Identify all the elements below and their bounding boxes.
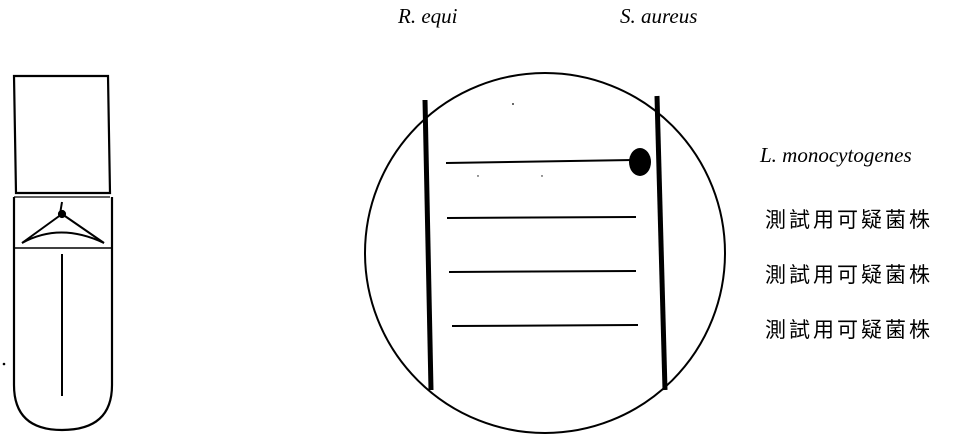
label-test-strain-3: 測試用可疑菌株 bbox=[765, 318, 933, 342]
label-l-monocytogenes: L. monocytogenes bbox=[760, 143, 912, 167]
test-strain-streak-1 bbox=[446, 216, 637, 219]
tube-cap bbox=[12, 74, 112, 195]
tube-body bbox=[12, 197, 114, 432]
label-s-aureus: S. aureus bbox=[620, 4, 698, 28]
label-r-equi: R. equi bbox=[398, 4, 458, 28]
speck bbox=[541, 175, 543, 177]
hemolysis-zone bbox=[629, 148, 651, 176]
label-test-strain-1: 測試用可疑菌株 bbox=[765, 208, 933, 232]
stray-dot bbox=[2, 362, 6, 366]
speck bbox=[477, 175, 479, 177]
petri-plate bbox=[364, 72, 726, 434]
test-tube bbox=[12, 74, 114, 432]
speck bbox=[512, 103, 514, 105]
needle-knot bbox=[57, 209, 67, 219]
r-equi-streak bbox=[422, 99, 434, 391]
test-strain-streak-3 bbox=[451, 324, 639, 327]
s-aureus-streak bbox=[654, 95, 668, 391]
label-test-strain-2: 測試用可疑菌株 bbox=[765, 263, 933, 287]
plate-rim bbox=[364, 72, 726, 434]
test-strain-streak-2 bbox=[448, 270, 637, 273]
l-monocytogenes-streak bbox=[445, 159, 634, 164]
agar-slant bbox=[21, 231, 105, 244]
